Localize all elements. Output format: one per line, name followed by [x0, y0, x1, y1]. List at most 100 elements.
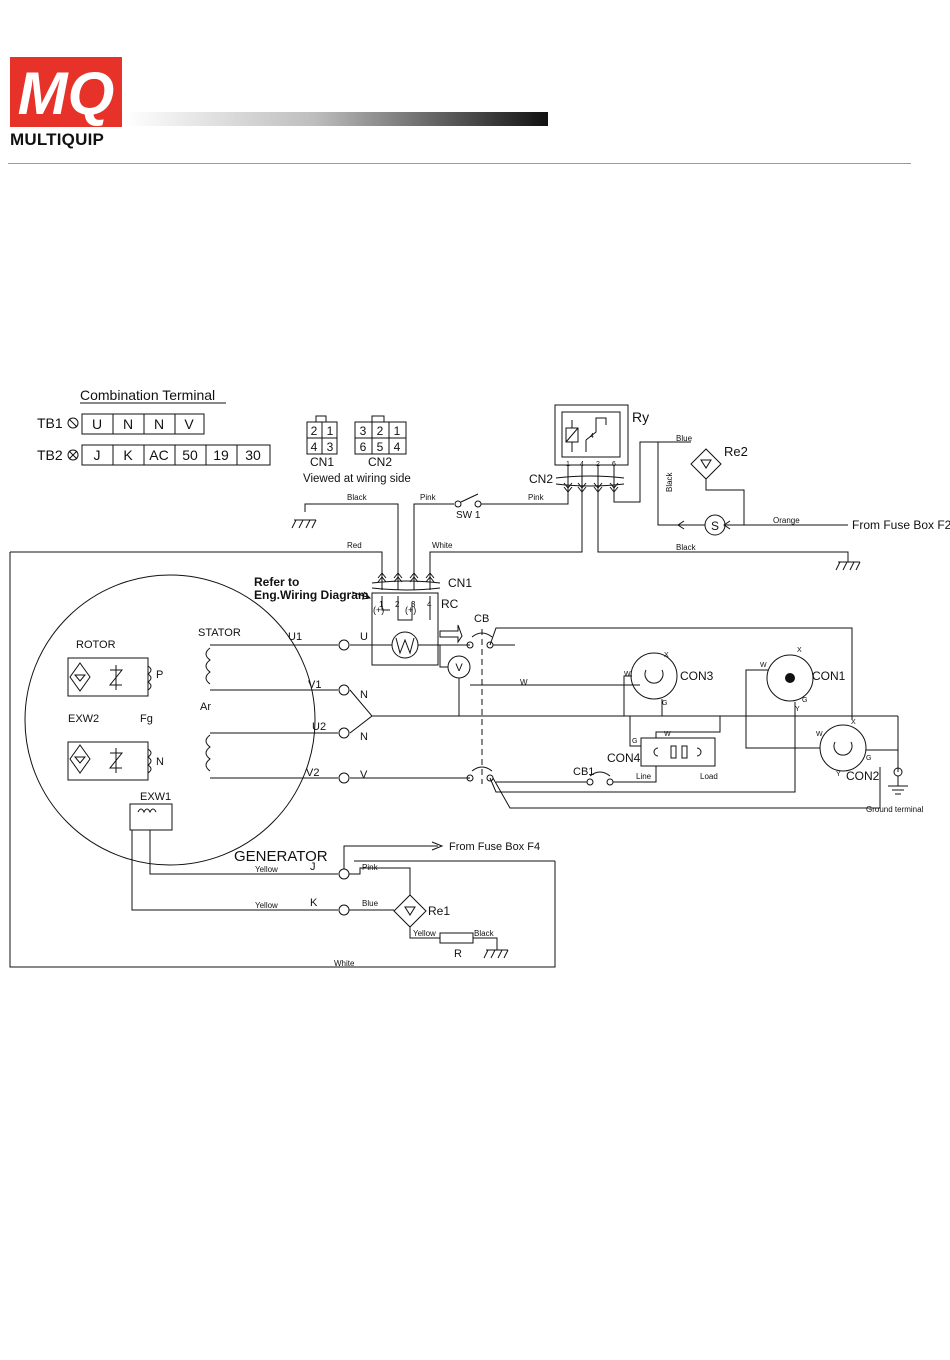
generator-housing — [24, 574, 316, 866]
tb2-label: TB2 — [37, 447, 63, 463]
from-fuse-box-f4: From Fuse Box F4 — [449, 841, 540, 853]
ry-pin: 4 — [590, 433, 594, 440]
sensor-s-label: S — [711, 519, 719, 533]
stator-u2-label: U2 — [312, 721, 326, 733]
cn2-pin: 3 — [360, 424, 367, 438]
con3-label: CON3 — [680, 669, 714, 683]
voltmeter-label: V — [455, 662, 463, 674]
rotor-rectifier-icon — [67, 657, 152, 697]
tb2-screw-icon — [67, 449, 79, 461]
con1-w-label: W — [760, 662, 767, 669]
sw1-contact — [454, 500, 462, 508]
con4-w-label: W — [664, 731, 671, 738]
tb2-cell: 30 — [245, 447, 261, 463]
cb1-breaker-icon — [589, 771, 611, 777]
con4-g-label: G — [632, 738, 637, 745]
con4-receptacle-icon — [640, 737, 716, 767]
brand-name: MULTIQUIP — [10, 130, 105, 149]
stator-v1-label: V1 — [308, 679, 321, 691]
tb1-terminal-icons — [338, 639, 350, 784]
cn1-pin: 3 — [327, 440, 334, 454]
tb2-cell: K — [123, 447, 133, 463]
cn2-face-label: CN2 — [368, 455, 392, 469]
fg-label: Fg — [140, 713, 153, 725]
wire-label: Yellow — [255, 901, 278, 910]
from-fuse-box-f2: From Fuse Box F2 — [852, 518, 950, 532]
exw1-coil-box — [129, 803, 173, 831]
wire-label: Black — [665, 471, 674, 492]
header-gradient-bar — [125, 112, 548, 126]
tb2-cell: J — [94, 447, 101, 463]
con4-label: CON4 — [607, 751, 641, 765]
cn1-pin: 2 — [311, 424, 318, 438]
rc-arrow — [439, 624, 463, 644]
wire-label: Pink — [362, 863, 379, 872]
con1-x-label: X — [797, 647, 802, 654]
stator-u1-label: U1 — [288, 631, 302, 643]
cn1-connector-face: 2 1 4 3 — [306, 415, 338, 455]
wire-label: Blue — [676, 434, 693, 443]
wire-label: White — [432, 541, 453, 550]
ry-pin: 4 — [580, 461, 584, 468]
ground-icon — [835, 561, 861, 571]
tb1-u-label: U — [360, 631, 368, 643]
tb2-row: J K AC 50 19 30 — [81, 444, 271, 466]
viewed-note: Viewed at wiring side — [303, 473, 411, 485]
cn2-pin: 5 — [377, 440, 384, 454]
exw1-label: EXW1 — [140, 791, 171, 803]
sw1-label: SW 1 — [456, 510, 481, 521]
re2-label: Re2 — [724, 444, 748, 459]
re1-label: Re1 — [428, 904, 450, 918]
con3-receptacle-icon — [630, 652, 678, 700]
con1-y-label: Y — [795, 706, 800, 713]
ry-label: Ry — [632, 409, 649, 425]
con1-g-label: G — [802, 697, 807, 704]
wire-label: Red — [347, 541, 362, 550]
plus-marker: (+) — [373, 605, 384, 615]
plus-marker: (+) — [405, 605, 416, 615]
generator-label: GENERATOR — [234, 848, 328, 865]
wire-label: Blue — [362, 899, 379, 908]
stator-coil-icon — [205, 734, 211, 772]
rotor-label: ROTOR — [76, 639, 116, 651]
wiring-diagram: Combination Terminal TB1 U N N V TB2 J K… — [9, 387, 950, 968]
cn1-pin: 1 — [327, 424, 334, 438]
re1-rectifier-icon — [393, 894, 427, 928]
wire-label: White — [334, 959, 355, 968]
tb2-j-label: J — [310, 861, 316, 873]
wire-label: Pink — [528, 493, 545, 502]
tb1-label: TB1 — [37, 415, 63, 431]
stator-label: STATOR — [198, 627, 241, 639]
logo-letters: MQ — [18, 60, 115, 127]
tb1-row: U N N V — [81, 413, 205, 435]
relay-ry: 4 1 4 2 6 — [554, 404, 629, 468]
tb1-cell: U — [92, 416, 102, 432]
exw2-n-label: N — [156, 756, 164, 768]
ground-icon — [483, 949, 509, 959]
rc-label: RC — [441, 597, 459, 611]
exw2-rectifier-icon — [67, 741, 152, 781]
tb1-n-label: N — [360, 689, 368, 701]
resistor-label: R — [454, 948, 462, 960]
tb2-cell: 50 — [182, 447, 198, 463]
con1-receptacle-icon — [766, 654, 814, 702]
header-divider — [8, 163, 911, 164]
eng-wiring-label: Eng.Wiring Diagram — [254, 588, 369, 602]
con1-label: CON1 — [812, 669, 846, 683]
cn2-connector-face: 3 2 1 6 5 4 — [354, 415, 407, 455]
cn1-label: CN1 — [448, 576, 472, 590]
con2-x-label: X — [851, 719, 856, 726]
cn2-pin: 4 — [394, 440, 401, 454]
tb2-cell: 19 — [213, 447, 229, 463]
cn2-pin-arrows — [563, 482, 619, 493]
ground-terminal-label: Ground terminal — [866, 805, 924, 814]
sw1-switch-icon — [460, 493, 479, 503]
con3-g-label: G — [662, 700, 667, 707]
cn1-pin-number: 3 — [411, 600, 416, 609]
logo-mark: MQ — [18, 60, 115, 127]
cn1-face-label: CN1 — [310, 455, 334, 469]
stator-coil-icon — [205, 647, 211, 685]
tb1-screw-cross — [68, 418, 78, 428]
wire-label: Black — [474, 929, 495, 938]
con3-w-label: W — [624, 671, 631, 678]
